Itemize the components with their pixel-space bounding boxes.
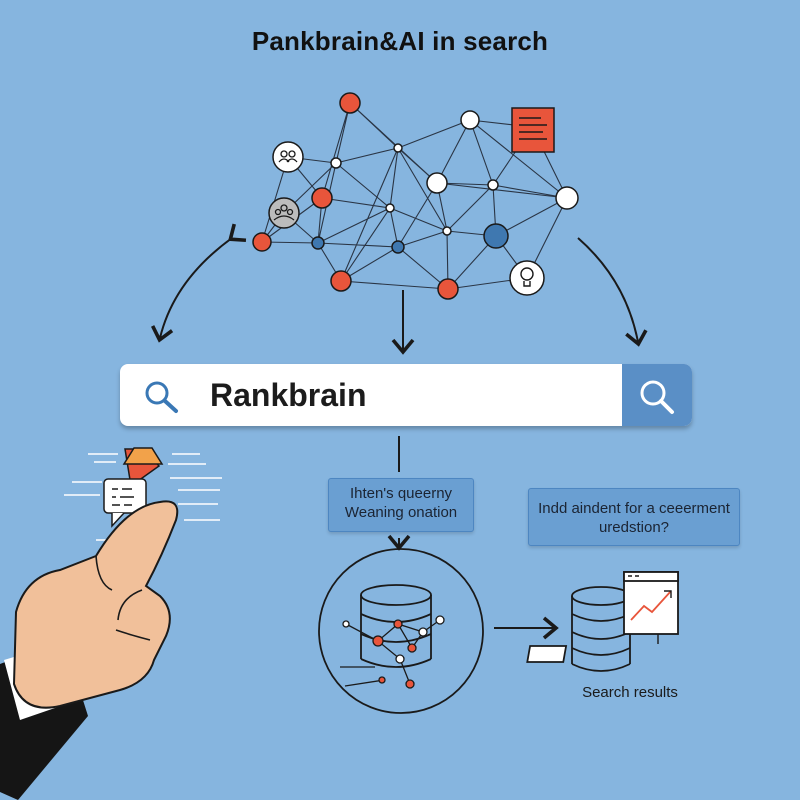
diagram-title: Pankbrain&AI in search [251,26,549,56]
network-nodes [252,92,579,300]
query-intent-line2: Weaning onation [344,504,458,521]
search-input[interactable]: Rankbrain [210,377,367,413]
lightbulb-icon [509,260,545,296]
pointing-hand-icon [0,500,179,800]
chat-icon [103,447,164,528]
group-icon [268,197,300,229]
search-results-label: Search results [582,684,678,701]
database-circle [318,548,484,714]
intent-question-label: Indd aindent for a ceeerment uredstion? [528,488,740,546]
intent-question-line1: Indd aindent for a ceeerment [538,500,730,517]
query-intent-line1: Ihten's queerny [349,485,453,502]
database-icon [571,586,631,672]
search-button[interactable] [622,364,692,426]
network-edges [261,102,568,290]
flow-arrows [151,223,648,640]
document-icon [511,107,555,153]
query-intent-label: Ihten's queerny Weaning onation [328,478,474,532]
search-icon [145,381,178,413]
speed-lines [64,453,222,541]
chart-monitor-icon [526,571,679,663]
search-bar[interactable]: Rankbrain [120,364,692,426]
intent-question-line2: uredstion? [598,519,670,536]
database-circle-nodes [342,615,445,689]
people-icon [272,141,304,173]
search-icon [640,380,674,414]
